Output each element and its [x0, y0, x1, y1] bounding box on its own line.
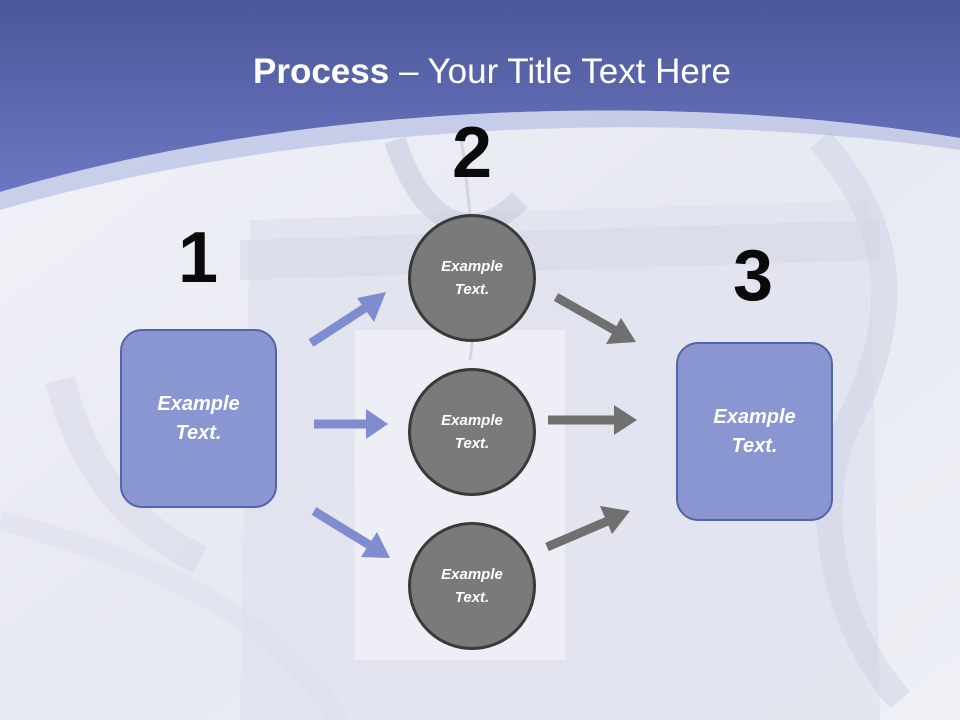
arrow-bottom-to-box3: [545, 506, 630, 552]
step-2-circle-bottom: Example Text.: [408, 522, 536, 650]
circle-middle-label-line1: Example: [441, 411, 503, 429]
step-1-box: Example Text.: [120, 329, 277, 508]
step-1-label-line1: Example: [157, 392, 240, 415]
title-bold: Process: [253, 52, 390, 91]
step-3-label-line1: Example: [713, 405, 796, 428]
arrow-middle-to-box3: [548, 405, 637, 435]
arrow-box1-to-middle: [314, 409, 388, 439]
arrow-top-to-box3: [553, 293, 636, 344]
title-rest: – Your Title Text Here: [389, 52, 731, 91]
arrow-box1-to-top: [308, 292, 386, 347]
step-3-number: 3: [732, 236, 774, 316]
circle-bottom-label-line2: Text.: [454, 589, 490, 606]
arrow-box1-to-bottom: [311, 507, 390, 558]
step-3-label-line2: Text.: [731, 434, 778, 457]
page-title: Process – Your Title Text Here: [0, 52, 960, 92]
step-3-box: Example Text.: [676, 342, 833, 521]
circle-top-label-line2: Text.: [454, 281, 490, 298]
step-2-circle-middle: Example Text.: [408, 368, 536, 496]
circle-top-label-line1: Example: [441, 257, 503, 275]
step-1-number: 1: [177, 218, 219, 298]
step-2-number: 2: [451, 113, 493, 193]
step-1-label-line2: Text.: [175, 421, 222, 444]
circle-bottom-label-line1: Example: [441, 565, 503, 583]
step-2-circle-top: Example Text.: [408, 214, 536, 342]
circle-middle-label-line2: Text.: [454, 435, 490, 452]
